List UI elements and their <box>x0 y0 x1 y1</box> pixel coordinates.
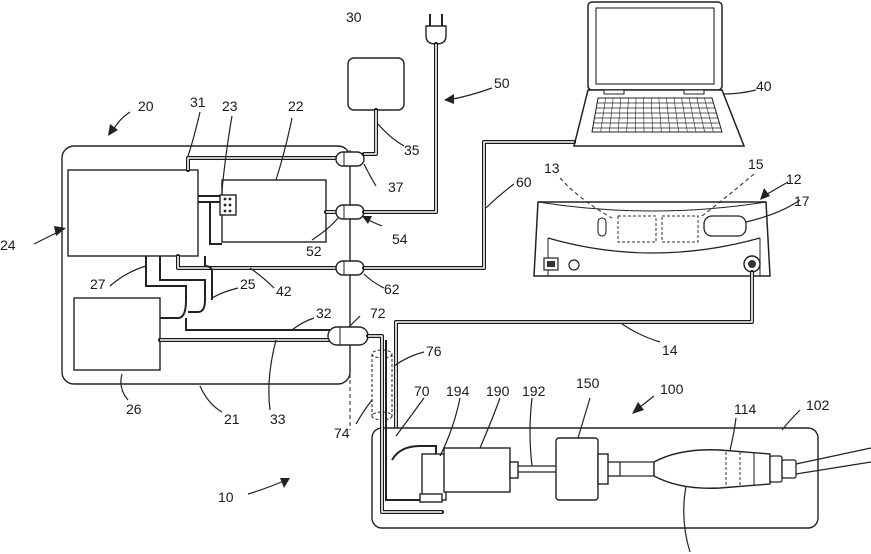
ref-60: 60 <box>516 174 532 190</box>
grommet-52 <box>336 205 364 219</box>
ref-100: 100 <box>660 381 684 397</box>
ref-15: 15 <box>748 156 764 172</box>
ref-114: 114 <box>734 401 757 417</box>
module-190 <box>444 448 510 492</box>
ref-54: 54 <box>392 231 408 247</box>
module-150 <box>556 438 598 500</box>
ref-76: 76 <box>426 343 442 359</box>
component-22 <box>222 180 326 242</box>
adapter-30 <box>348 58 404 110</box>
ref-40: 40 <box>756 78 772 94</box>
ref-30: 30 <box>346 9 362 25</box>
ref-25: 25 <box>240 276 256 292</box>
grommet-37 <box>336 152 364 166</box>
ref-37: 37 <box>388 179 404 195</box>
ref-27: 27 <box>90 276 106 292</box>
ref-23: 23 <box>222 98 238 114</box>
laptop-40 <box>574 2 744 146</box>
ref-13: 13 <box>544 160 560 176</box>
ref-102: 102 <box>806 397 830 413</box>
ref-50: 50 <box>494 75 510 91</box>
ref-42: 42 <box>276 283 292 299</box>
ref-150: 150 <box>576 375 600 391</box>
grommet-62 <box>336 261 364 275</box>
ref-192: 192 <box>522 383 546 399</box>
cord-35 <box>364 110 376 154</box>
ref-32: 32 <box>316 305 332 321</box>
ref-194: 194 <box>446 383 470 399</box>
ref-190: 190 <box>486 383 510 399</box>
ref-21: 21 <box>224 411 240 427</box>
ref-12: 12 <box>786 171 802 187</box>
ref-22: 22 <box>288 98 304 114</box>
ref-74: 74 <box>334 425 350 441</box>
ref-52: 52 <box>306 243 322 259</box>
ref-72: 72 <box>370 305 386 321</box>
ref-35: 35 <box>404 142 420 158</box>
ref-24: 24 <box>0 237 16 253</box>
ref-33: 33 <box>270 411 286 427</box>
component-26 <box>74 298 160 370</box>
plug-icon <box>426 14 446 44</box>
ref-31: 31 <box>190 94 206 110</box>
ref-10: 10 <box>218 489 234 505</box>
component-24 <box>68 170 198 256</box>
ref-26: 26 <box>126 401 142 417</box>
ref-62: 62 <box>384 281 400 297</box>
ref-70: 70 <box>414 383 430 399</box>
grommet-72 <box>328 327 368 345</box>
ref-14: 14 <box>662 342 678 358</box>
generator-12 <box>534 202 770 276</box>
module-194 <box>422 454 446 500</box>
ref-20: 20 <box>138 98 154 114</box>
connector-23 <box>220 195 236 215</box>
ref-17: 17 <box>794 193 810 209</box>
